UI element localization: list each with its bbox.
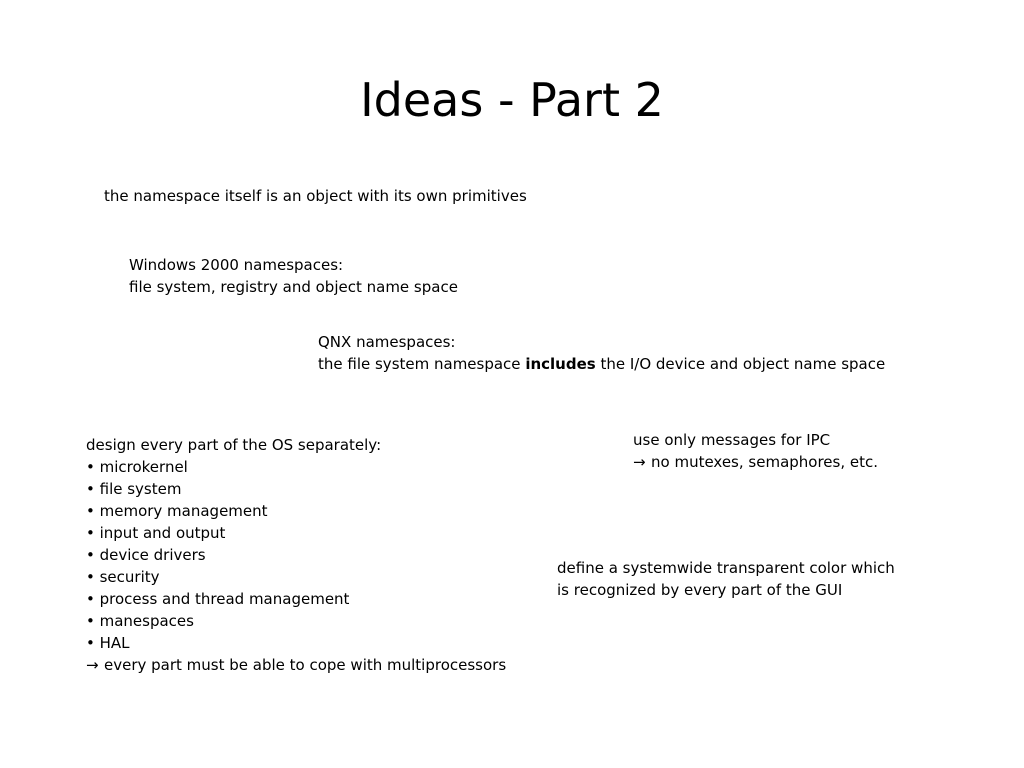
- list-item: • device drivers: [86, 546, 206, 564]
- list-item: • memory management: [86, 502, 268, 520]
- transparent-color-line-2: is recognized by every part of the GUI: [557, 581, 843, 599]
- design-list-conclusion-text: every part must be able to cope with mul…: [104, 656, 507, 674]
- design-list-heading: design every part of the OS separately:: [86, 436, 382, 454]
- list-item: • input and output: [86, 524, 226, 542]
- namespace-object-note: the namespace itself is an object with i…: [104, 185, 527, 207]
- list-item: • process and thread management: [86, 590, 350, 608]
- ipc-heading: use only messages for IPC: [633, 431, 831, 449]
- design-list: design every part of the OS separately: …: [86, 434, 506, 676]
- windows-2000-note: Windows 2000 namespaces: file system, re…: [129, 254, 458, 298]
- transparent-color-note: define a systemwide transparent color wh…: [557, 557, 895, 601]
- namespace-object-text: the namespace itself is an object with i…: [104, 187, 527, 205]
- list-item: • HAL: [86, 634, 130, 652]
- qnx-detail-suffix: the I/O device and object name space: [595, 355, 886, 373]
- windows-2000-detail: file system, registry and object name sp…: [129, 278, 458, 296]
- right-arrow-icon: →: [633, 453, 646, 471]
- qnx-detail-bold: includes: [525, 355, 596, 373]
- list-item: • microkernel: [86, 458, 188, 476]
- slide-title: Ideas - Part 2: [360, 73, 664, 127]
- qnx-detail-prefix: the file system namespace: [318, 355, 526, 373]
- list-item: • manespaces: [86, 612, 194, 630]
- qnx-note: QNX namespaces: the file system namespac…: [318, 331, 885, 375]
- ipc-detail: → no mutexes, semaphores, etc.: [633, 451, 878, 473]
- design-list-conclusion: → every part must be able to cope with mu…: [86, 654, 506, 676]
- list-item: • security: [86, 568, 160, 586]
- right-arrow-icon: →: [86, 656, 99, 674]
- qnx-heading: QNX namespaces:: [318, 333, 456, 351]
- windows-2000-heading: Windows 2000 namespaces:: [129, 256, 344, 274]
- ipc-note: use only messages for IPC → no mutexes, s…: [633, 429, 878, 473]
- transparent-color-line-1: define a systemwide transparent color wh…: [557, 559, 895, 577]
- list-item: • file system: [86, 480, 182, 498]
- qnx-detail: the file system namespace includes the I…: [318, 353, 885, 375]
- ipc-detail-text: no mutexes, semaphores, etc.: [651, 453, 879, 471]
